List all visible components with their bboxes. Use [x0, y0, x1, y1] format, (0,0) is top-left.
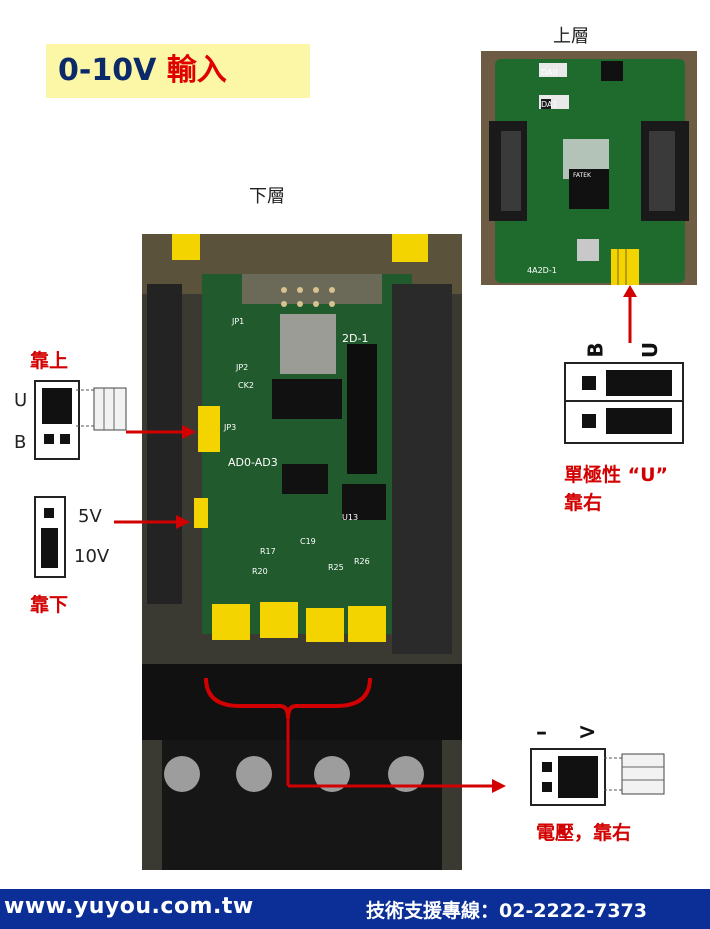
silk-jp3: JP3	[223, 423, 236, 432]
arrow-up-to-board	[623, 285, 637, 343]
pin-square-2	[582, 414, 596, 428]
voltage-jumper-diagram	[530, 748, 606, 806]
up-pin-right	[60, 434, 70, 444]
jumper-cap-1	[606, 370, 672, 396]
down-pin	[44, 508, 54, 518]
arrow-to-voltage-jumper	[114, 515, 190, 529]
voltage-pin-top	[542, 762, 552, 772]
voltage-pin-bottom	[542, 782, 552, 792]
v5-label: 5V	[78, 506, 102, 527]
silk-r25: R25	[328, 563, 344, 572]
title-number: 0-10V	[58, 53, 157, 88]
arrow-to-upper-jumper	[126, 425, 196, 439]
b-letter: B	[14, 432, 27, 453]
down-jumper-diagram	[34, 496, 66, 578]
silk-ad0-ad3: AD0-AD3	[228, 456, 278, 469]
title-cjk: 輸入	[166, 53, 227, 88]
silk-r17: R17	[260, 547, 276, 556]
unipolar-caption-right: 靠右	[564, 492, 603, 514]
voltage-jumper-cap	[558, 756, 598, 798]
up-jumper-diagram	[34, 380, 80, 460]
minus-label: –	[536, 720, 547, 745]
u-rotated-label: U	[638, 341, 663, 359]
silk-jp1: JP1	[231, 317, 244, 326]
support-hotline: 技術支援專線：02-2222-7373	[366, 900, 647, 922]
page-title: 0-10V 輸入	[58, 51, 227, 91]
silk-c19: C19	[300, 537, 316, 546]
bottom-board-photo: 2D-1 AD0-AD3 R17 C19 R20 R25 R26 U13 JP1…	[142, 234, 462, 870]
silk-r20: R20	[252, 567, 268, 576]
silk-da0: DA0	[541, 68, 558, 77]
up-jumper-side-view	[76, 387, 127, 431]
bottom-board-drawing: 2D-1 AD0-AD3 R17 C19 R20 R25 R26 U13 JP1…	[142, 234, 462, 870]
top-board-drawing: DA0 DA1 4A2D-1 FATEK	[481, 51, 697, 285]
top-layer-caption: 上層	[553, 26, 589, 47]
voltage-jumper-side-view	[604, 753, 665, 795]
up-pin-left	[44, 434, 54, 444]
silk-r26: R26	[354, 557, 370, 566]
v-symbol-label: >	[578, 720, 597, 745]
silk-u13: U13	[342, 513, 358, 522]
silk-fatek: FATEK	[573, 172, 592, 179]
unipolar-caption: 單極性 “U”	[564, 464, 669, 486]
bracket-arrow	[204, 677, 506, 793]
jumper-cap-2	[606, 408, 672, 434]
v10-label: 10V	[74, 546, 110, 567]
voltage-caption: 電壓，靠右	[536, 822, 632, 844]
title-banner	[46, 44, 310, 98]
pin-square-1	[582, 376, 596, 390]
silk-ck2: CK2	[238, 381, 254, 390]
bottom-layer-caption: 下層	[249, 186, 285, 207]
u-letter: U	[14, 390, 28, 411]
down-caption: 靠下	[30, 594, 69, 616]
silk-da1: DA1	[541, 100, 558, 109]
silk-jp2: JP2	[235, 363, 248, 372]
top-board-photo: DA0 DA1 4A2D-1 FATEK	[481, 51, 697, 285]
down-jumper-cap	[41, 528, 58, 568]
b-rotated-label: B	[583, 342, 608, 358]
silk-4a2d: 4A2D-1	[527, 266, 557, 275]
up-jumper-cap	[42, 388, 72, 424]
footer-bar	[0, 889, 710, 929]
silk-2d1: 2D-1	[342, 332, 368, 345]
diagram-divider	[566, 400, 682, 402]
up-caption: 靠上	[30, 350, 69, 372]
unipolar-jumper-diagram	[564, 362, 684, 444]
website-link[interactable]: www.yuyou.com.tw	[4, 894, 254, 919]
